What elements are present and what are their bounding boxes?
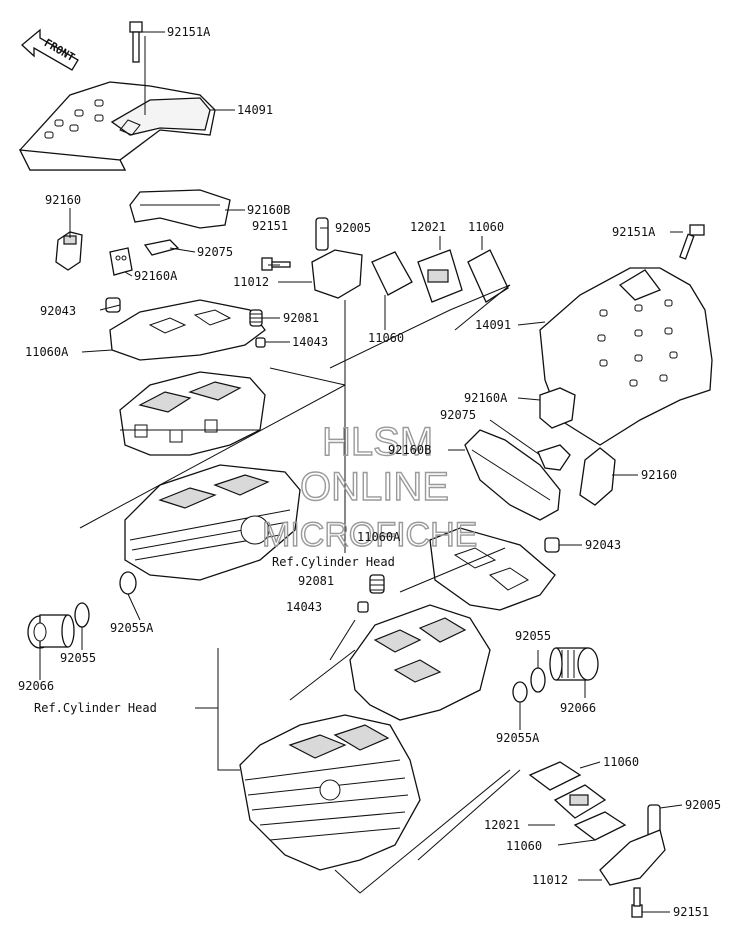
label-11060-mid-top: 11060 — [468, 220, 504, 234]
label-11012-mid: 11012 — [233, 275, 269, 289]
label-14043-center: 14043 — [286, 600, 322, 614]
label-92075-left: 92075 — [197, 245, 233, 259]
part-labels: 92151A 14091 92160 92160B 92075 92160A 9… — [18, 25, 721, 919]
label-11060A-left: 11060A — [25, 345, 69, 359]
cover-11012-mid — [311, 249, 363, 299]
label-92043-left: 92043 — [40, 304, 76, 318]
gasket-11060-bot-a — [528, 761, 582, 791]
label-92055A-left: 92055A — [110, 621, 154, 635]
bolt-92151-mid — [261, 257, 291, 271]
bolt-92151-bot — [631, 887, 643, 918]
label-ref-cylinder-head-upper: Ref.Cylinder Head — [272, 555, 395, 569]
fitting-92066-right — [549, 647, 599, 681]
bracket-92160B-right — [464, 429, 561, 521]
pin-14043-left — [255, 337, 266, 348]
fitting-92066-left — [27, 614, 75, 649]
cylinder-head-lower-left — [124, 464, 301, 581]
bolt-92151A-top — [129, 21, 143, 63]
watermark-line-1: HLSM — [322, 420, 433, 464]
spring-92081-center — [369, 574, 385, 594]
label-14091-top: 14091 — [237, 103, 273, 117]
label-92160B-left: 92160B — [247, 203, 290, 217]
label-92075-right: 92075 — [440, 408, 476, 422]
label-92160-right: 92160 — [641, 468, 677, 482]
oring-92055A-left — [119, 571, 137, 595]
label-92081-center: 92081 — [298, 574, 334, 588]
oring-92055A-right — [512, 681, 528, 703]
label-11060-mid-bot: 11060 — [368, 331, 404, 345]
label-11060-bot: 11060 — [506, 839, 542, 853]
label-92151-mid: 92151 — [252, 219, 288, 233]
reed-valve-12021-mid — [417, 249, 463, 303]
pin-14043-center — [357, 601, 369, 613]
label-92066-left: 92066 — [18, 679, 54, 693]
label-14091-right: 14091 — [475, 318, 511, 332]
label-11060-bot-top: 11060 — [603, 755, 639, 769]
cylinder-head-lower-right — [239, 714, 421, 871]
label-92160A-right: 92160A — [464, 391, 508, 405]
label-92055-right: 92055 — [515, 629, 551, 643]
collar-92043-right — [544, 537, 560, 553]
spring-92081-left — [249, 309, 263, 327]
damper-92160-right — [579, 447, 616, 506]
label-92066-right: 92066 — [560, 701, 596, 715]
damper-92160A-right — [539, 387, 576, 429]
label-11060A-center: 11060A — [357, 530, 401, 544]
holder-92075-right — [537, 444, 571, 471]
label-92151A-top: 92151A — [167, 25, 211, 39]
label-14043-left: 14043 — [292, 335, 328, 349]
label-12021-bot: 12021 — [484, 818, 520, 832]
cylinder-head-upper-right — [349, 604, 491, 721]
cylinder-head-upper-left — [119, 371, 266, 456]
oring-92055-left — [74, 602, 90, 628]
gasket-11060-bot-b — [573, 811, 627, 841]
label-92160A-left: 92160A — [134, 269, 178, 283]
label-92151A-right: 92151A — [612, 225, 656, 239]
reed-valve-12021-bot — [553, 784, 607, 819]
label-92005-bot: 92005 — [685, 798, 721, 812]
oring-92055-right — [530, 667, 546, 693]
front-arrow-icon: FRONT — [21, 28, 79, 71]
label-11012-bot: 11012 — [532, 873, 568, 887]
holder-92075-left — [143, 239, 180, 256]
label-92055A-right: 92055A — [496, 731, 540, 745]
label-92055-left: 92055 — [60, 651, 96, 665]
collar-92043-left — [105, 297, 121, 313]
label-92005-mid: 92005 — [335, 221, 371, 235]
bracket-92160B-left — [129, 189, 231, 229]
label-92043-right: 92043 — [585, 538, 621, 552]
leader-lines — [39, 31, 683, 913]
bolt-92151A-right — [679, 224, 705, 260]
pipe-92005-mid — [315, 217, 329, 251]
label-ref-cylinder-head-lower: Ref.Cylinder Head — [34, 701, 157, 715]
gasket-11060A-center — [429, 527, 556, 611]
damper-92160A-left — [109, 247, 133, 276]
cylinder-head-cover-right — [539, 267, 713, 446]
watermark-line-2: ONLINE — [300, 465, 449, 509]
cover-11012-bot — [599, 829, 666, 886]
gasket-11060-mid-a — [371, 251, 413, 296]
gasket-11060-mid-b — [467, 249, 509, 303]
label-92151-bot: 92151 — [673, 905, 709, 919]
damper-92160-left — [55, 231, 83, 271]
label-92160B-right: 92160B — [388, 443, 431, 457]
label-92081-left: 92081 — [283, 311, 319, 325]
cylinder-head-cover-upper-left — [18, 81, 216, 171]
assembly-lines — [79, 36, 521, 894]
label-92160-left: 92160 — [45, 193, 81, 207]
watermark: HLSM ONLINE MICROFICHE — [261, 419, 478, 554]
gasket-11060A-left — [109, 299, 266, 361]
watermark-line-3: MICROFICHE — [262, 516, 477, 554]
label-12021-mid: 12021 — [410, 220, 446, 234]
